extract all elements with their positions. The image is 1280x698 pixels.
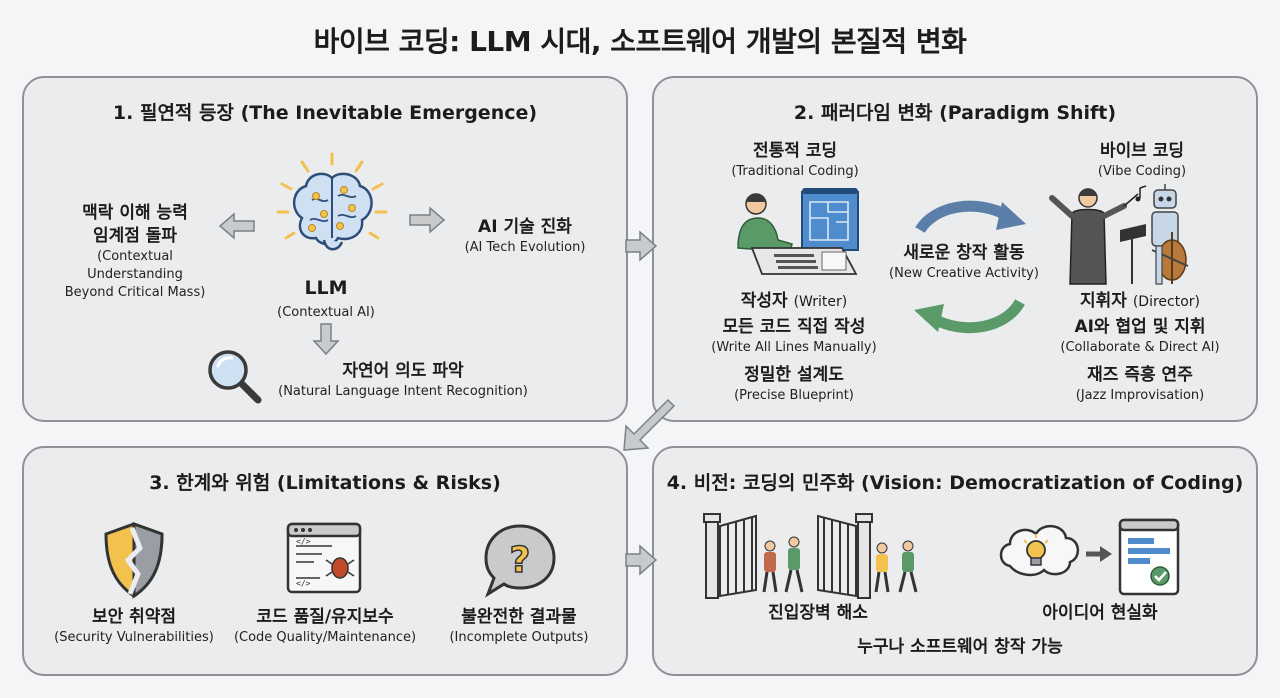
label-en: (AI Tech Evolution)	[464, 240, 586, 255]
new-creative-activity-label: 새로운 창작 활동 (New Creative Activity)	[874, 242, 1054, 283]
label-en: (Natural Language Intent Recognition)	[278, 384, 528, 399]
broken-shield-icon	[104, 521, 164, 599]
label-en: (Precise Blueprint)	[734, 388, 854, 403]
arrow-left-icon	[218, 212, 255, 240]
contextual-understanding-label: 맥락 이해 능력 임계점 돌파 (Contextual Understandin…	[60, 202, 210, 302]
panel-paradigm-shift: 2. 패러다임 변화 (Paradigm Shift) 전통적 코딩 (Trad…	[652, 76, 1258, 422]
label-en: (Vibe Coding)	[1097, 164, 1187, 179]
label-en: (Write All Lines Manually)	[711, 340, 877, 355]
vibe-coding-label: 바이브 코딩 (Vibe Coding)	[1072, 140, 1212, 181]
idea-to-app-icon	[999, 518, 1180, 596]
director-en: (Director)	[1132, 294, 1200, 310]
label-en: Beyond Critical Mass)	[64, 285, 206, 300]
label-ko: 바이브 코딩	[1099, 141, 1185, 161]
panel-limitations-risks: 3. 한계와 위험 (Limitations & Risks) </> </> …	[22, 446, 628, 676]
question-bubble-icon: ?	[484, 524, 556, 598]
label-ko: 임계점 돌파	[92, 226, 178, 246]
label-ko: 맥락 이해 능력	[82, 203, 188, 223]
label-ko: 정밀한 설계도	[744, 365, 844, 385]
natural-language-label: 자연어 의도 파악 (Natural Language Intent Recog…	[268, 360, 538, 401]
label-en: (Jazz Improvisation)	[1075, 388, 1205, 403]
code-quality-label: 코드 품질/유지보수 (Code Quality/Maintenance)	[232, 606, 418, 647]
svg-text:</>: </>	[296, 579, 311, 588]
security-vulnerabilities-label: 보안 취약점 (Security Vulnerabilities)	[52, 606, 216, 647]
label-ko: AI 기술 진화	[478, 217, 572, 237]
flow-arrow-diagonal-icon	[623, 398, 676, 451]
brain-icon	[276, 152, 388, 251]
writer-en: (Writer)	[793, 294, 848, 310]
label-en: Understanding	[87, 267, 183, 282]
label-ko: 자연어 의도 파악	[342, 361, 464, 381]
writer-ko: 작성자	[740, 291, 788, 311]
label-en: (Traditional Coding)	[731, 164, 859, 179]
label-en: (Collaborate & Direct AI)	[1060, 340, 1220, 355]
label-en: (Contextual AI)	[277, 305, 375, 320]
barrier-removal-label: 진입장벽 해소	[768, 603, 868, 623]
magnifier-icon	[208, 350, 262, 404]
anyone-can-create-label: 누구나 소프트웨어 창작 가능	[857, 637, 1063, 657]
arrow-down-icon	[312, 323, 340, 356]
precise-blueprint-label: 정밀한 설계도 (Precise Blueprint)	[710, 364, 878, 405]
label-ko: 전통적 코딩	[752, 141, 838, 161]
manual-coding-label: 모든 코드 직접 작성 (Write All Lines Manually)	[692, 316, 896, 357]
label-ko: LLM	[304, 277, 348, 299]
arrow-right-icon	[409, 206, 446, 234]
label-ko: 보안 취약점	[91, 607, 177, 627]
label-ko: 새로운 창작 활동	[903, 243, 1025, 263]
incomplete-outputs-label: 불완전한 결과물 (Incomplete Outputs)	[436, 606, 602, 647]
director-label: 지휘자 (Director)	[1050, 290, 1230, 314]
buggy-code-window-icon: </> </>	[286, 522, 362, 594]
label-ko: 코드 품질/유지보수	[256, 607, 394, 627]
panel-title: 2. 패러다임 변화 (Paradigm Shift)	[793, 102, 1117, 124]
director-ko: 지휘자	[1079, 291, 1127, 311]
label-en: (New Creative Activity)	[889, 266, 1039, 281]
panel-title: 3. 한계와 위험 (Limitations & Risks)	[149, 472, 501, 494]
writer-label: 작성자 (Writer)	[700, 290, 888, 314]
label-ko: AI와 협업 및 지휘	[1074, 317, 1206, 337]
collaborate-label: AI와 협업 및 지휘 (Collaborate & Direct AI)	[1044, 316, 1236, 357]
page-title: 바이브 코딩: LLM 시대, 소프트웨어 개발의 본질적 변화	[313, 25, 967, 58]
svg-text:</>: </>	[296, 537, 311, 546]
flow-arrow-right-top-icon	[625, 230, 658, 262]
idea-realization-label: 아이디어 현실화	[1042, 603, 1158, 623]
panel-democratization: 4. 비전: 코딩의 민주화 (Vision: Democratization …	[652, 446, 1258, 676]
label-en: (Contextual	[97, 249, 173, 264]
label-en: (Incomplete Outputs)	[449, 630, 589, 645]
label-en: (Security Vulnerabilities)	[54, 630, 214, 645]
llm-label: LLM (Contextual AI)	[246, 276, 406, 322]
flow-arrow-right-bottom-icon	[625, 544, 658, 576]
ai-tech-evolution-label: AI 기술 진화 (AI Tech Evolution)	[440, 216, 610, 257]
jazz-improvisation-label: 재즈 즉흥 연주 (Jazz Improvisation)	[1054, 364, 1226, 405]
cycle-arrows-icon	[914, 200, 1026, 334]
panel-title: 4. 비전: 코딩의 민주화 (Vision: Democratization …	[666, 472, 1244, 494]
open-gates-with-people-icon	[703, 513, 918, 599]
programmer-with-blueprint-icon	[737, 188, 859, 275]
panel-inevitable-emergence: 1. 필연적 등장 (The Inevitable Emergence)	[22, 76, 628, 422]
label-ko: 불완전한 결과물	[461, 607, 577, 627]
label-ko: 모든 코드 직접 작성	[722, 317, 866, 337]
label-en: (Code Quality/Maintenance)	[233, 630, 417, 645]
label-ko: 재즈 즉흥 연주	[1087, 365, 1193, 385]
conductor-and-robot-icon	[1049, 184, 1189, 285]
traditional-coding-label: 전통적 코딩 (Traditional Coding)	[720, 140, 870, 181]
panel-title: 1. 필연적 등장 (The Inevitable Emergence)	[112, 102, 538, 124]
svg-text:?: ?	[510, 540, 531, 581]
